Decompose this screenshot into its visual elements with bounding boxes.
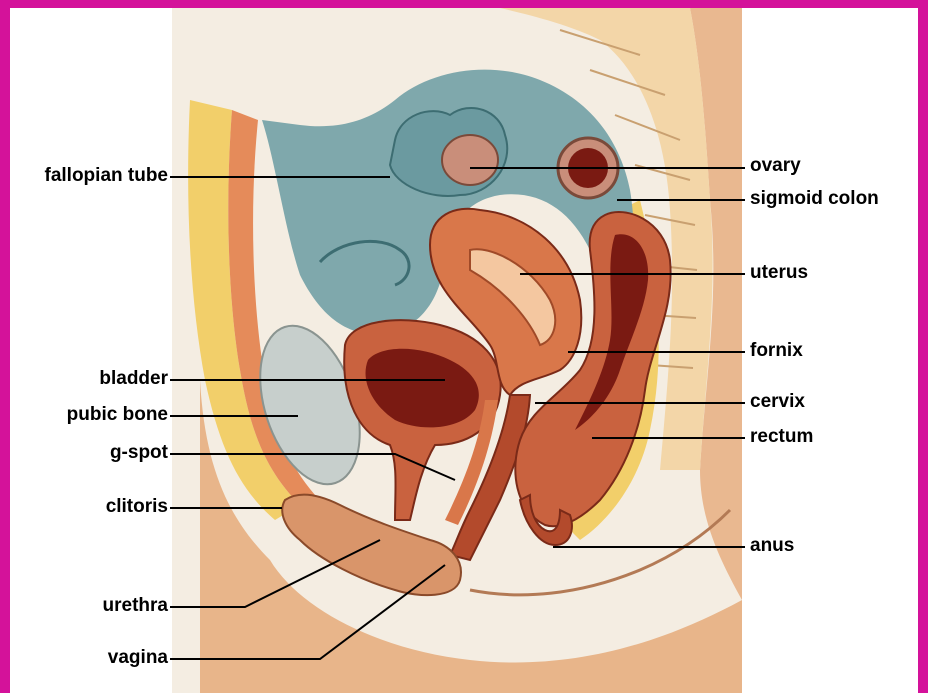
label-pubic-bone: pubic bone (67, 404, 168, 426)
label-uterus: uterus (750, 262, 808, 284)
frame-border-top (0, 0, 928, 8)
label-clitoris: clitoris (106, 496, 168, 518)
label-g-spot: g-spot (110, 442, 168, 464)
ovary-shape (442, 135, 498, 185)
label-anus: anus (750, 535, 794, 557)
label-cervix: cervix (750, 391, 805, 413)
label-fornix: fornix (750, 340, 803, 362)
label-fallopian-tube: fallopian tube (45, 165, 169, 187)
label-ovary: ovary (750, 155, 801, 177)
label-vagina: vagina (108, 647, 168, 669)
label-rectum: rectum (750, 426, 813, 448)
frame-border-right (918, 0, 928, 693)
label-urethra: urethra (103, 595, 168, 617)
label-sigmoid-colon: sigmoid colon (750, 188, 879, 210)
frame-border-left (0, 0, 10, 693)
label-bladder: bladder (99, 368, 168, 390)
